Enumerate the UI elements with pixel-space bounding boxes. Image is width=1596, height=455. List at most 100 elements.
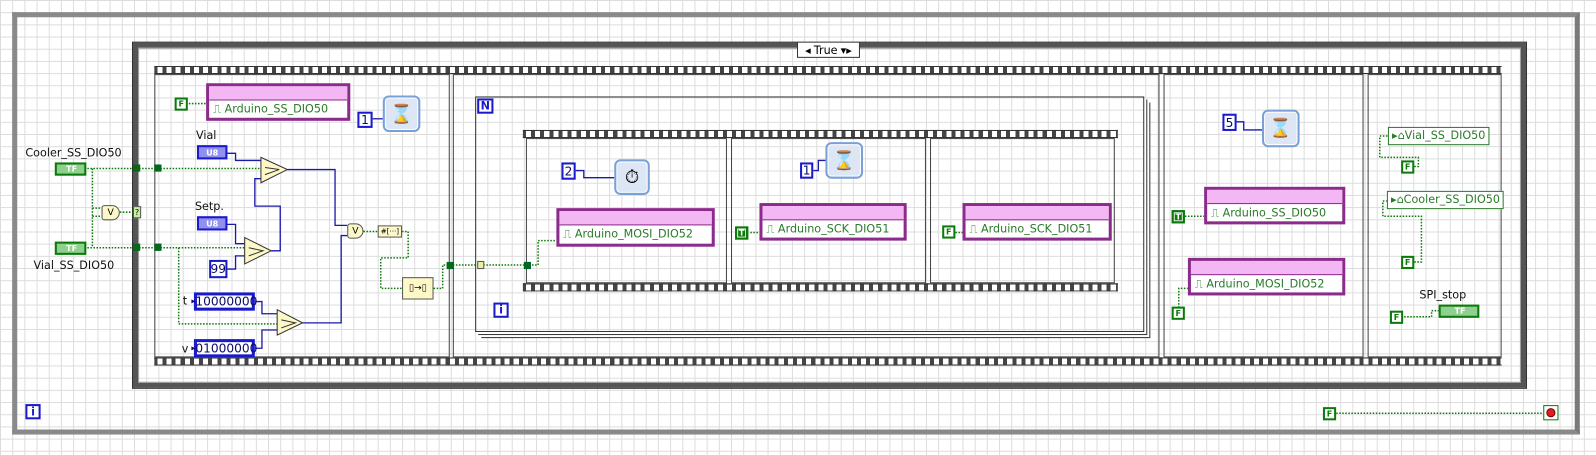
sck-false-const[interactable]: F (942, 225, 956, 239)
tunnel (133, 243, 141, 251)
const-99[interactable]: 99 (209, 259, 228, 279)
case-prev-icon[interactable]: ◂ (805, 43, 811, 57)
wait-ms-const[interactable]: 1 (357, 111, 373, 128)
array-to-cluster-node[interactable]: ▯→▯ (402, 277, 434, 300)
wait-ms-const[interactable]: 1 (800, 162, 814, 179)
property-node-label: Arduino_SCK_DIO51 (777, 222, 890, 236)
case-selector-value: True (813, 43, 838, 57)
wait-ms-const[interactable]: 5 (1222, 113, 1237, 131)
ss-true-const[interactable]: T (1171, 210, 1185, 224)
for-loop[interactable] (475, 96, 1145, 333)
while-loop[interactable] (12, 12, 1580, 435)
cooler-local-wire (1382, 200, 1423, 263)
property-node-sck-2[interactable]: ⎍ Arduino_SCK_DIO51 (962, 203, 1112, 241)
property-node-label: Arduino_MOSI_DIO52 (574, 227, 693, 241)
array-wire (363, 230, 557, 290)
t-wire (254, 300, 278, 315)
v-const-value: 01000000 (195, 341, 258, 356)
cooler-label: Cooler_SS_DIO50 (25, 146, 122, 160)
hourglass-icon[interactable]: ⌛ (1262, 109, 1300, 148)
property-node-label: Arduino_SS_DIO50 (1222, 206, 1327, 220)
spi-stop-indicator[interactable]: TF (1438, 304, 1480, 318)
build-array-node[interactable]: #[···] (377, 225, 403, 238)
property-node-mosi[interactable]: ⎍ Arduino_MOSI_DIO52 (556, 208, 715, 247)
inner-frame-1[interactable] (525, 138, 727, 284)
loop-condition-stop[interactable] (1543, 405, 1559, 421)
const99-wire (227, 255, 245, 270)
vial-label: Vial_SS_DIO50 (33, 258, 115, 273)
stop-false-const[interactable]: F (1322, 407, 1337, 421)
or-input-wires (91, 168, 136, 248)
select-node-3 (276, 308, 304, 336)
vial-u8-wire (227, 152, 261, 162)
cooler-false-const[interactable]: F (1401, 255, 1415, 270)
property-node-label: Arduino_MOSI_DIO52 (1206, 277, 1325, 291)
v-wire (254, 329, 278, 349)
vial-u8-terminal[interactable]: U8 (196, 145, 228, 160)
vial-branch-wire (177, 247, 278, 325)
select-node-2 (244, 236, 273, 265)
select-node-1 (260, 156, 289, 184)
tunnel (154, 164, 162, 172)
select3-out-wire (302, 234, 348, 324)
sequence-bottom-strip (154, 357, 1502, 366)
stop-icon (1546, 408, 1556, 418)
wait-multiple-const[interactable]: 2 (561, 162, 576, 180)
local-variable-vial[interactable]: ▸⌂Vial_SS_DIO50 (1387, 126, 1490, 146)
for-iteration-terminal: i (493, 302, 509, 318)
mosi-false-wire (1178, 287, 1188, 308)
sequence-frame-4[interactable] (1367, 74, 1502, 358)
or-gate[interactable]: V (101, 205, 120, 221)
spi-stop-false-const[interactable]: F (1389, 310, 1404, 324)
for-count-terminal[interactable]: N (477, 98, 494, 114)
tunnel (154, 243, 162, 251)
sequence-top-strip (154, 65, 1502, 75)
hourglass-icon[interactable]: ⌛ (825, 142, 864, 179)
metronome-icon[interactable]: ⏱ (614, 159, 650, 195)
inner-frame-2[interactable] (731, 138, 926, 284)
spi-stop-label: SPI_stop (1419, 288, 1467, 302)
inner-frame-3[interactable] (930, 138, 1115, 284)
local-variable-label: Cooler_SS_DIO50 (1403, 192, 1500, 207)
local-variable-label: Vial_SS_DIO50 (1404, 128, 1486, 143)
v-label: v (181, 342, 189, 356)
inner-sequence-bottom-strip (522, 283, 1118, 292)
or-gate-2[interactable]: V (347, 223, 364, 239)
select-node-shapes (244, 156, 304, 336)
local-variable-cooler[interactable]: ▸⌂Cooler_SS_DIO50 (1386, 190, 1505, 210)
case-dropdown-icon[interactable]: ▾▸ (840, 43, 852, 57)
while-iteration-terminal: i (25, 404, 41, 420)
select1-out-wire (287, 168, 348, 227)
vial-false-const[interactable]: F (1401, 160, 1415, 174)
inner-sequence-top-strip (522, 129, 1118, 139)
sequence-frame-1[interactable] (154, 74, 450, 358)
sequence-frame-3[interactable] (1163, 74, 1364, 358)
tunnel (446, 261, 454, 270)
property-node-label: Arduino_SS_DIO50 (224, 102, 329, 116)
hourglass-icon[interactable]: ⌛ (382, 95, 421, 132)
property-node-mosi-2[interactable]: ⎍ Arduino_MOSI_DIO52 (1187, 257, 1346, 296)
index-tunnel (477, 260, 485, 270)
property-node-label: Arduino_SCK_DIO51 (980, 222, 1093, 236)
t-label: t (182, 294, 188, 308)
sck-true-const[interactable]: T (735, 226, 749, 240)
setp-u8-terminal[interactable]: U8 (196, 216, 228, 231)
property-node-sck[interactable]: ⎍ Arduino_SCK_DIO51 (759, 203, 907, 241)
t-const-value: 10000000 (195, 294, 258, 309)
vial-terminal[interactable]: TF (54, 241, 87, 255)
spi-stop-wire (1404, 309, 1439, 318)
mosi-false-const[interactable]: F (1171, 306, 1185, 320)
case-selector-tunnel[interactable]: ? (133, 206, 142, 219)
v-const[interactable]: ▸01000000 (191, 339, 258, 358)
property-node-ss-2[interactable]: ⎍ Arduino_SS_DIO50 (1204, 186, 1346, 225)
t-const[interactable]: ▸10000000 (191, 292, 258, 311)
wait2-wire (575, 169, 615, 179)
case-selector[interactable]: ◂ True ▾▸ (797, 41, 860, 58)
cooler-terminal[interactable]: TF (54, 162, 87, 176)
sequence-frame-2[interactable] (452, 74, 1160, 358)
property-node-ss[interactable]: ⎍ Arduino_SS_DIO50 (206, 83, 351, 121)
ss-false-const[interactable]: F (174, 97, 188, 111)
vial-local-wire (1379, 135, 1420, 168)
